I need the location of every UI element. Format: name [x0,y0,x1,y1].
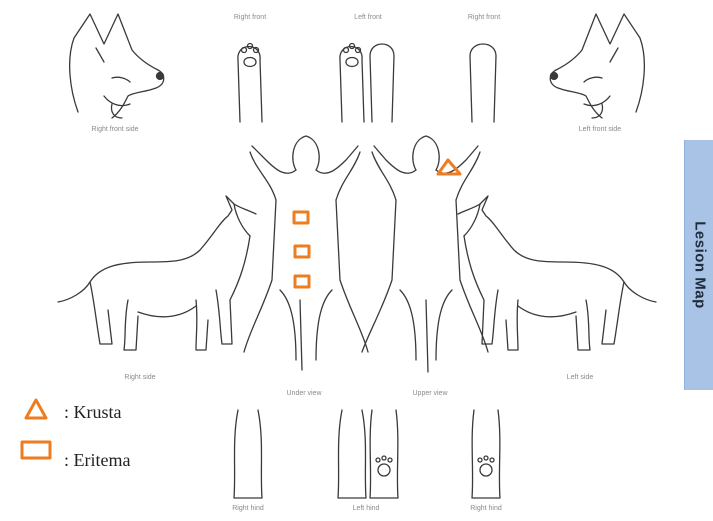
label-right-front-side: Right front side [91,126,138,133]
dog-head-left-front-side [550,14,644,118]
leg-left-hind-paw [370,410,398,498]
eritema-marker [295,246,309,257]
dog-under-view [244,136,368,370]
eritema-marker [294,212,308,223]
dog-head-right-front-side [70,14,164,118]
leg-left-front-paw [340,44,364,123]
label-left-hind: Left hind [353,505,380,512]
label-right-hind-2: Right hind [470,505,502,512]
lesion-map-tab: Lesion Map [684,140,713,390]
eritema-legend-icon [22,442,50,458]
label-right-front-2: Right front [468,14,500,21]
label-right-front: Right front [234,14,266,21]
label-right-side: Right side [124,374,155,381]
leg-left-front-outer [370,44,394,122]
label-left-side: Left side [567,374,593,381]
legend-eritema: : Eritema [64,450,130,471]
krusta-legend-icon [26,400,46,418]
leg-left-hind [338,410,366,498]
label-right-hind: Right hind [232,505,264,512]
dog-right-side [58,196,256,350]
dog-upper-view [362,136,488,372]
label-upper-view: Upper view [412,390,447,397]
legend-krusta: : Krusta [64,402,122,423]
leg-right-hind [234,410,262,498]
leg-right-hind-paw [472,410,500,498]
eritema-marker [295,276,309,287]
label-under-view: Under view [286,390,321,397]
dog-left-side [458,196,656,350]
label-left-front: Left front [354,14,382,21]
lesion-map-title: Lesion Map [691,221,708,309]
label-left-front-side: Left front side [579,126,621,133]
leg-right-front-outer [470,44,496,122]
leg-right-front-paw [238,44,262,123]
